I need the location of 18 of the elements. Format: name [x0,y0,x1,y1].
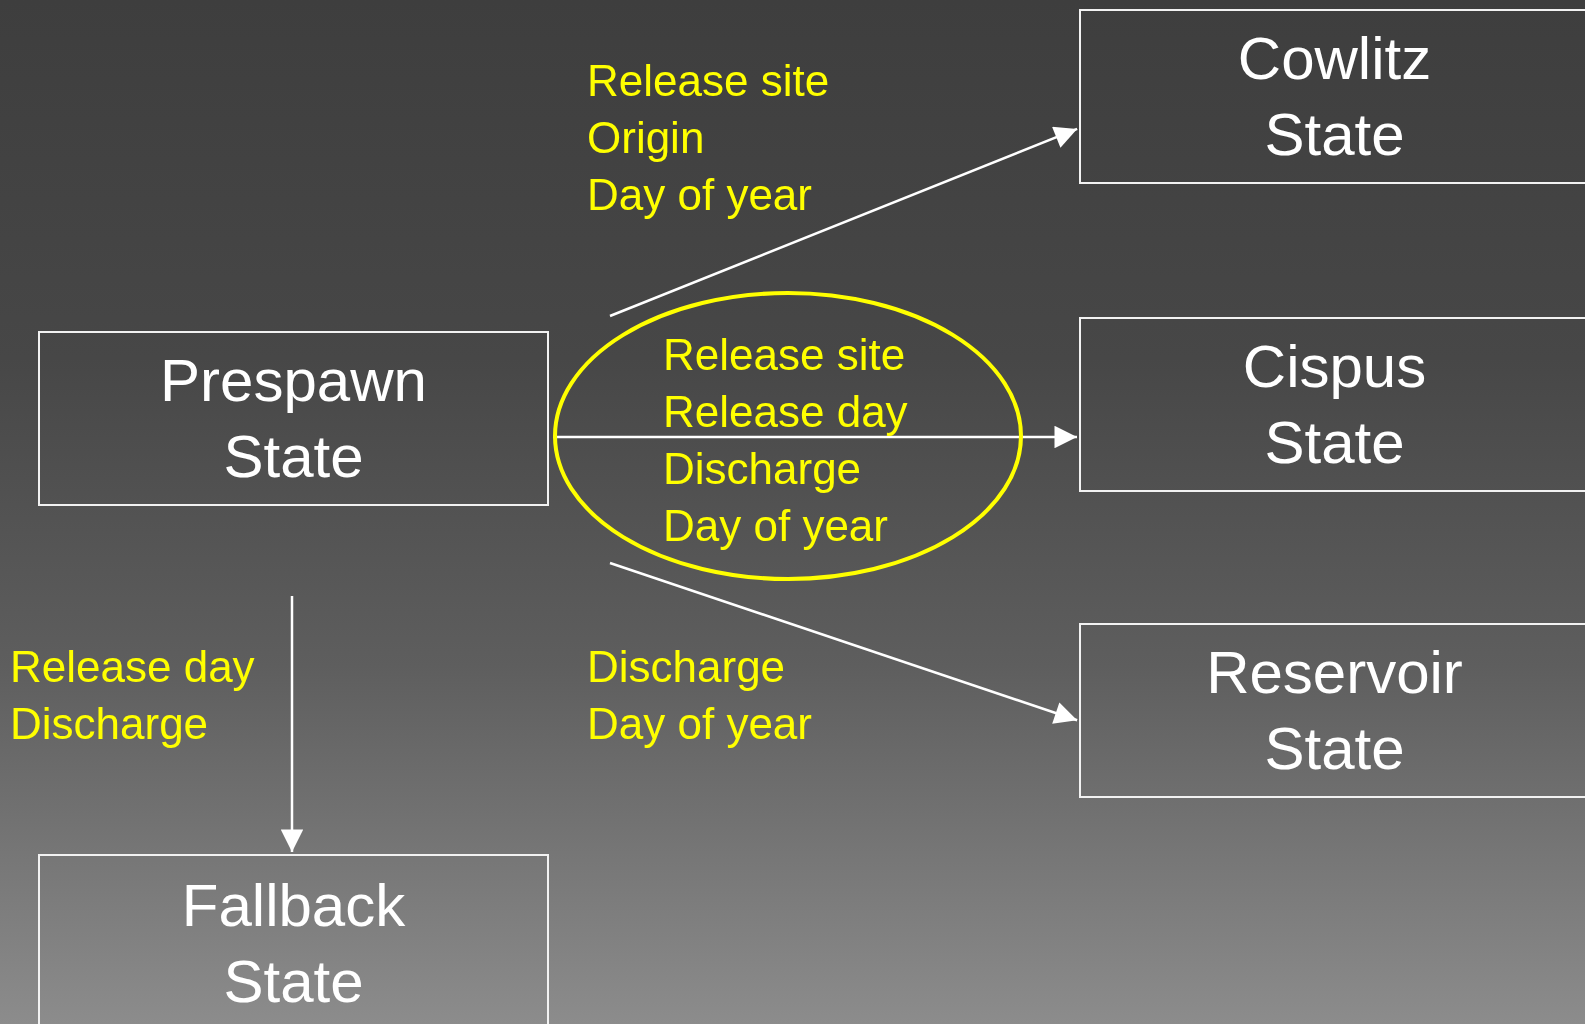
state-name: Cispus State [1242,331,1427,478]
state-name: Cowlitz State [1237,23,1432,170]
variable-list: Release site Release day Discharge Day of year [663,326,908,554]
arrow [609,561,1078,724]
state-box [1079,317,1585,492]
edge-label: Release site Origin Day of year [587,55,830,221]
state-box [38,331,549,506]
edge-label: Release day Discharge [10,641,255,750]
state-box [1079,9,1585,184]
edge-label: Discharge Day of year [587,641,812,750]
state-name: Prespawn State [160,345,427,492]
arrow [280,596,304,852]
state-box [1079,623,1585,798]
arrow [609,126,1078,318]
state-name: Fallback State [181,871,406,1017]
state-name: Reservoir State [1206,637,1463,784]
state-box [38,854,549,1024]
highlight-ellipse [553,291,1023,581]
